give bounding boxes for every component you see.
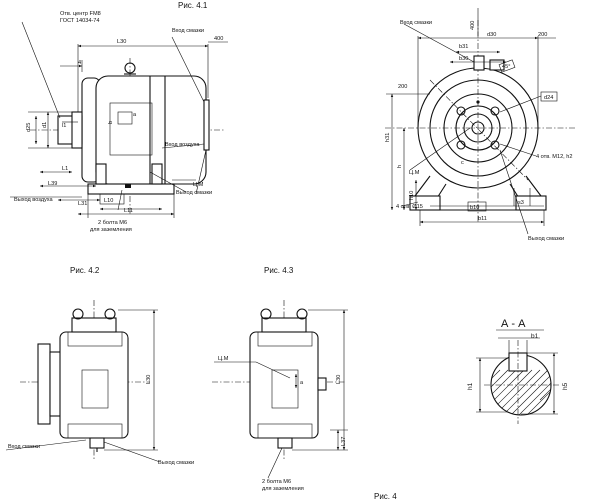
grease-inlet-label: Вход смазки — [172, 28, 204, 34]
grease-outlet-label-fig42: Выход смазки — [158, 460, 194, 466]
dim-L10-label: L10 — [104, 198, 113, 204]
caption-fig-4-1: Рис. 4.1 — [178, 1, 208, 10]
dim-h31-label: h31 — [385, 133, 391, 142]
bolts-label-line1-fig41: 2 болта М6 — [98, 220, 127, 226]
dim-d25-label: d25 — [26, 123, 32, 132]
dim-L30-fig43-label: L30 — [336, 375, 342, 384]
dim-L37-label: L37 — [341, 437, 347, 446]
dim-a-label: a — [133, 112, 137, 118]
center-hole-label-line2: ГОСТ 14034-74 — [60, 18, 100, 24]
caption-fig-4: Рис. 4 — [374, 492, 397, 501]
dim-L30-label: L30 — [117, 39, 126, 45]
cm-label-fig41: Ц.М — [193, 182, 204, 188]
dim-c-label: c — [461, 160, 464, 166]
dim-200-top-label: 200 — [538, 32, 547, 38]
dim-h5-label: h5 — [562, 382, 569, 390]
grease-outlet-label-fig41: Выход смазки — [176, 190, 212, 196]
dim-b31-label: b31 — [459, 44, 468, 50]
dim-s3-label: s3 — [518, 200, 524, 206]
dim-400-front-label: 400 — [470, 21, 476, 30]
dim-d30-label: d30 — [487, 32, 496, 38]
dim-l1-label: l1 — [62, 123, 66, 129]
caption-fig-4-2: Рис. 4.2 — [70, 266, 100, 275]
dim-L39-label: L39 — [48, 181, 57, 187]
section-a-a — [476, 329, 560, 424]
dim-a-fig43-label: a — [300, 380, 304, 386]
dim-b30-label: b30 — [459, 56, 468, 62]
dim-L11-label: L11 — [124, 208, 133, 214]
dim-d1-label: d1 — [42, 122, 48, 128]
angle-45-label: 45° — [502, 64, 510, 70]
dim-400-label: 400 — [214, 36, 223, 42]
holes-d15-label: 4 отв. Ø15 — [396, 204, 423, 210]
cm-label-front: Ц.М — [409, 170, 420, 176]
bolts-label-line2-fig41: для заземления — [90, 227, 132, 233]
dim-200-left-label: 200 — [398, 84, 407, 90]
dim-h-label: h — [397, 165, 403, 168]
caption-fig-4-3: Рис. 4.3 — [264, 266, 294, 275]
dim-d24-label: d24 — [544, 95, 553, 101]
grease-inlet-label-fig42: Вход смазки — [8, 444, 40, 450]
dim-L1-label: L1 — [62, 166, 68, 172]
cm-label-fig43: Ц.М — [218, 356, 229, 362]
dim-L31-label: L31 — [78, 201, 87, 207]
bolts-label-line2-fig43: для заземления — [262, 486, 304, 492]
grease-outlet-label-front: Выход смазки — [528, 236, 564, 242]
fig-4-1-side-view — [10, 21, 228, 218]
air-outlet-label: Выход воздуха — [14, 197, 53, 203]
dim-h10-label: h10 — [409, 191, 415, 200]
air-inlet-label: Вход воздуха — [165, 142, 200, 148]
holes-M12-label: 4 отв. М12, h2 — [536, 154, 573, 160]
dim-4-label: 4 — [78, 60, 81, 66]
section-title: А - А — [501, 318, 526, 330]
front-view — [385, 8, 575, 235]
grease-inlet-label-front: Вход смазки — [400, 20, 432, 26]
dim-L30-fig42-label: L30 — [146, 375, 152, 384]
dim-b-label: b — [108, 121, 114, 124]
dim-h1-label: h1 — [467, 382, 474, 390]
bolts-label-line1-fig43: 2 болта М6 — [262, 479, 291, 485]
dim-b1-label: b1 — [531, 333, 539, 340]
center-hole-label-line1: Отв. центр FM8 — [60, 11, 101, 17]
fig-4-2-view — [5, 300, 161, 463]
dim-b10-label: b10 — [470, 205, 479, 211]
fig-4-3-view — [212, 300, 348, 479]
dim-b11-label: b11 — [478, 216, 487, 222]
